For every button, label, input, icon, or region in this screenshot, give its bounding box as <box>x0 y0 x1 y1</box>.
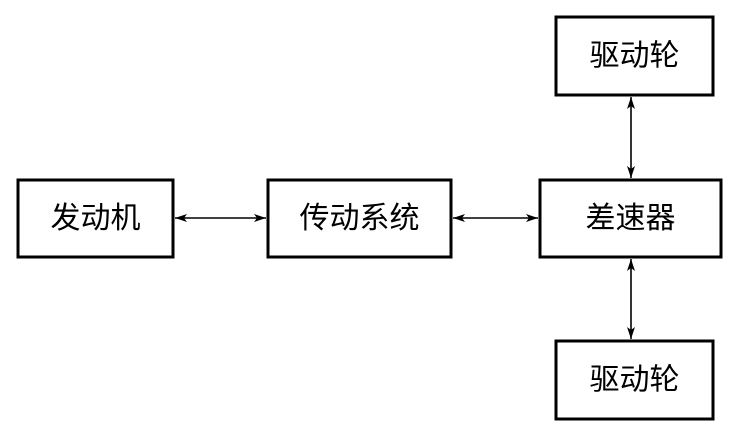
differential-label: 差速器 <box>586 201 676 236</box>
transmission-label: 传动系统 <box>300 201 420 236</box>
engine-label: 发动机 <box>51 201 141 236</box>
differential-box: 差速器 <box>538 178 723 259</box>
drive-wheel-top-box: 驱动轮 <box>554 15 715 97</box>
transmission-box: 传动系统 <box>266 178 453 259</box>
engine-box: 发动机 <box>16 178 175 259</box>
drive-wheel-bottom-box: 驱动轮 <box>554 339 715 421</box>
drive-wheel-bottom-label: 驱动轮 <box>590 363 680 398</box>
drive-wheel-top-label: 驱动轮 <box>590 39 680 74</box>
